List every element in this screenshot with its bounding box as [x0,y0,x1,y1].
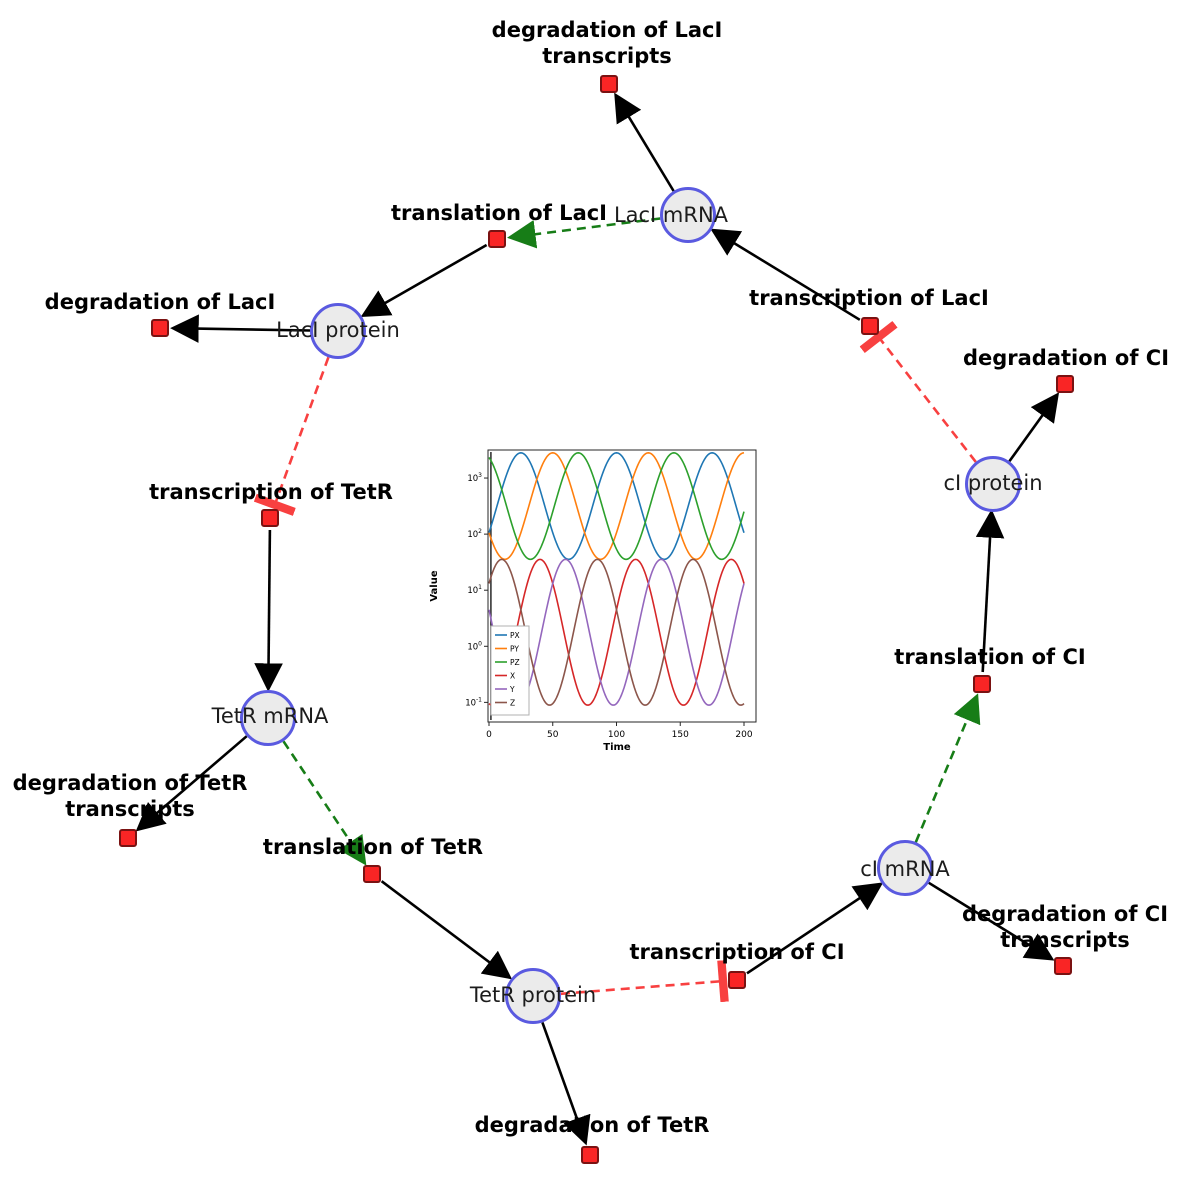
edge-consumption-ci-mrna-to-degradation [928,881,1055,961]
species-node-laci-protein [310,303,366,359]
reaction-node-transcription-tetr [261,509,279,527]
reaction-label-translation-tetr: translation of TetR [262,835,484,860]
reaction-label-degradation-laci: degradation of LacI [44,290,276,315]
reaction-label-degradation-tetr-transcripts: degradation of TetR transcripts [12,771,248,821]
series-PY [488,452,745,561]
edge-consumption-laci-protein-to-degradation [170,314,311,343]
edge-production-translation-tetr-to-tetr-protein [380,880,513,980]
edge-modifier-ci-mrna-to-translation [914,693,981,843]
reaction-node-degradation-laci [151,319,169,337]
reaction-node-transcription-ci [728,971,746,989]
reaction-node-translation-tetr [363,865,381,883]
x-tick-label: 200 [735,730,752,740]
species-label-laci-mrna: LacI mRNA [613,203,729,227]
edge-consumption-laci-mrna-to-degradation [614,92,675,192]
reaction-label-transcription-tetr: transcription of TetR [149,480,393,505]
legend-label: Z [510,698,515,707]
legend-label: PX [510,631,520,640]
series-Y [488,558,745,706]
reaction-node-translation-ci [973,675,991,693]
series-PZ [488,452,745,561]
reaction-node-degradation-laci-transcripts [600,75,618,93]
reaction-label-translation-laci: translation of LacI [391,201,607,226]
reaction-label-degradation-tetr: degradation of TetR [474,1113,710,1138]
x-tick-label: 0 [486,730,492,740]
species-label-laci-protein: LacI protein [276,318,400,342]
reaction-label-degradation-ci: degradation of CI [962,346,1170,371]
series-Z [488,558,745,706]
reaction-label-transcription-laci: transcription of LacI [749,286,989,311]
reaction-node-degradation-tetr [581,1146,599,1164]
species-label-ci-mrna: cI mRNA [860,857,950,881]
species-node-ci-mrna [877,840,933,896]
y-tick-label: 101 [467,584,482,596]
x-tick-label: 150 [672,730,689,740]
reaction-label-translation-ci: translation of CI [894,645,1086,670]
reaction-node-translation-laci [488,230,506,248]
reaction-node-degradation-ci [1056,375,1074,393]
species-node-laci-mrna [660,187,716,243]
legend-label: X [510,671,515,680]
edge-production-transcription-ci-to-ci-mrna [746,882,884,975]
y-tick-label: 102 [467,528,482,540]
edge-consumption-ci-protein-to-degradation [1008,392,1060,463]
reaction-node-degradation-ci-transcripts [1054,957,1072,975]
y-tick-label: 100 [467,640,482,652]
reaction-label-degradation-laci-transcripts: degradation of LacI transcripts [491,18,723,68]
edge-production-transcription-tetr-to-tetr-mrna [254,529,283,692]
legend-box [490,625,530,716]
y-tick-label: 10-1 [465,696,482,708]
edge-consumption-tetr-protein-to-degradation [541,1021,591,1146]
x-tick-label: 100 [608,730,625,740]
edge-inhibition-tetr-protein-to-transcription-ci [560,960,729,1003]
edge-inhibition-laci-protein-to-transcription-tetr [253,356,330,516]
reaction-node-transcription-laci [861,317,879,335]
edge-modifier-tetr-mrna-to-translation [282,740,367,866]
species-label-tetr-protein: TetR protein [469,983,597,1007]
y-axis-label: Value [429,570,440,601]
y-tick-label: 103 [467,472,482,484]
edge-consumption-tetr-mrna-to-degradation [135,735,248,832]
species-node-ci-protein [965,456,1021,512]
x-tick-label: 50 [547,730,559,740]
edge-production-translation-ci-to-ci-protein [975,509,1005,673]
edge-modifier-laci-mrna-to-translation [507,217,661,249]
legend-label: Y [509,685,515,694]
edge-production-transcription-laci-to-laci-mrna [710,228,861,321]
legend-label: PY [510,644,519,653]
x-axis-label: Time [603,742,631,753]
reaction-label-transcription-ci: transcription of CI [629,940,845,965]
species-label-tetr-mrna: TetR mRNA [211,704,329,728]
species-node-tetr-protein [505,968,561,1024]
reaction-label-degradation-ci-transcripts: degradation of CI transcripts [961,902,1169,952]
legend-label: PZ [510,658,520,667]
reaction-node-degradation-tetr-transcripts [119,829,137,847]
series-PX [488,452,745,561]
species-label-ci-protein: cI protein [943,471,1043,495]
edge-production-translation-laci-to-laci-protein [360,243,488,318]
edge-inhibition-ci-protein-to-transcription-laci [859,320,977,463]
